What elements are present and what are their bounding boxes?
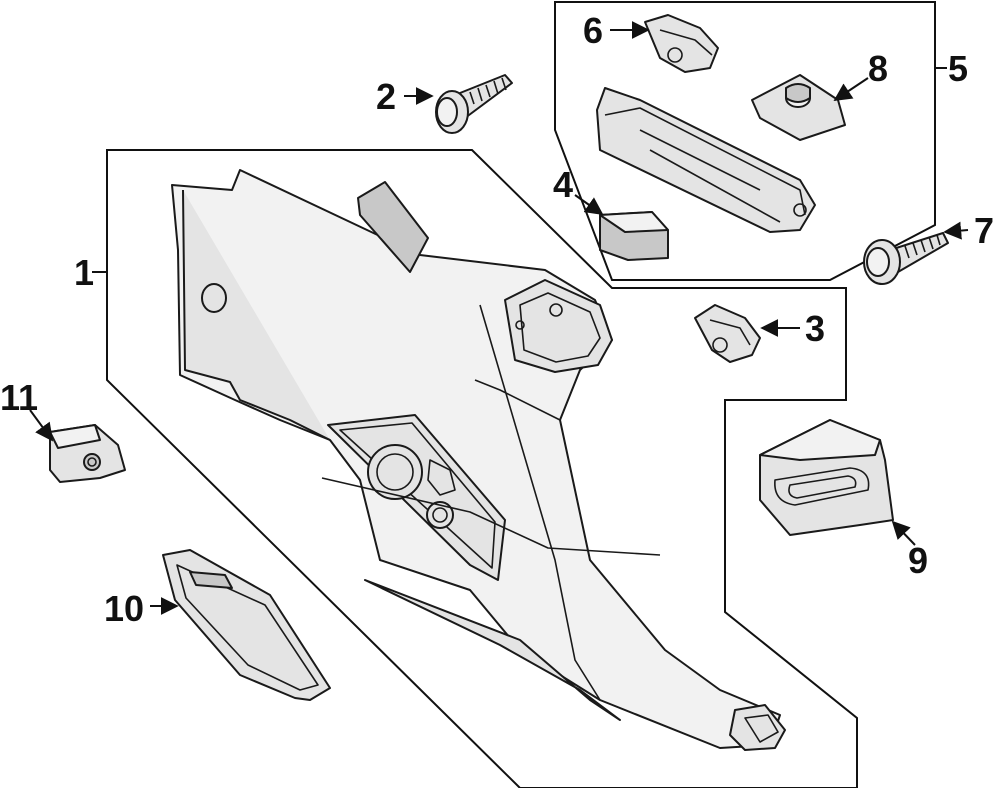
leader-line-7 xyxy=(943,221,969,240)
callout-1: 1 xyxy=(74,252,94,293)
leader-line-8 xyxy=(833,77,869,101)
callout-10: 10 xyxy=(104,588,144,629)
callout-2: 2 xyxy=(376,76,396,117)
clip-part-3 xyxy=(694,304,761,363)
leader-line-9 xyxy=(891,520,916,546)
cover-part-10 xyxy=(162,549,331,701)
clip-part-6 xyxy=(644,14,719,73)
callout-6: 6 xyxy=(583,10,603,51)
callout-3: 3 xyxy=(805,308,825,349)
leader-line-4 xyxy=(574,194,604,216)
callout-9: 9 xyxy=(908,540,928,581)
screw-part-2 xyxy=(435,74,513,134)
bracket-part-5 xyxy=(596,87,816,233)
group-frame-part-5 xyxy=(554,1,936,281)
callout-5: 5 xyxy=(948,48,968,89)
screw-part-7 xyxy=(863,232,949,285)
nut-clip-part-8 xyxy=(751,74,846,141)
callout-7: 7 xyxy=(974,210,994,251)
quarter-trim-panel xyxy=(171,169,786,751)
pad-part-4 xyxy=(599,211,669,261)
callout-8: 8 xyxy=(868,48,888,89)
group-frame-part-1 xyxy=(106,149,858,788)
callout-4: 4 xyxy=(553,164,573,205)
leader-line-11 xyxy=(29,409,54,442)
bezel-part-9 xyxy=(759,419,894,536)
callout-11: 11 xyxy=(0,377,38,418)
bracket-part-11 xyxy=(49,424,126,483)
